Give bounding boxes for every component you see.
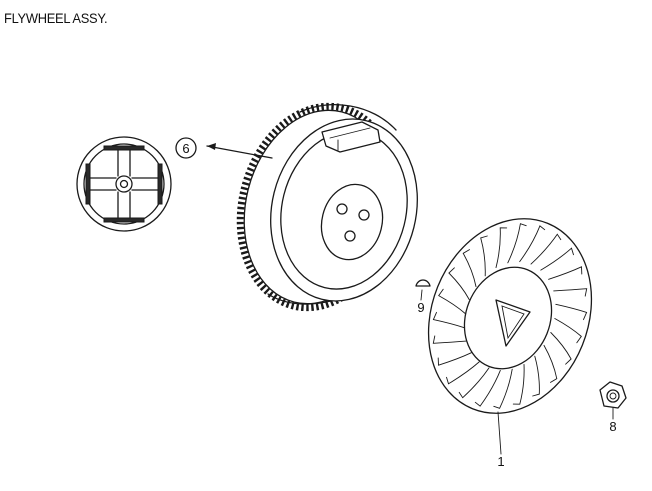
flywheel-rear-view-inset [76, 136, 172, 232]
woodruff-key [415, 279, 431, 287]
flywheel [236, 102, 418, 312]
fan-blade [530, 233, 562, 265]
fan-blade [532, 355, 540, 397]
fan-blade [548, 266, 583, 280]
fan-blade [432, 335, 467, 344]
fan-blade [448, 267, 470, 300]
callout-9: 9 [417, 289, 425, 315]
fan-blade [519, 225, 546, 263]
fan-blade [438, 288, 466, 314]
fan-blade [543, 344, 558, 383]
fan-blade [554, 318, 582, 344]
callout-1-label: 1 [497, 454, 504, 469]
fan-blade [495, 227, 508, 269]
callout-6-label: 6 [182, 141, 189, 156]
fan-blade [493, 368, 513, 409]
cooling-fan [427, 218, 593, 414]
flange-nut [599, 381, 627, 409]
fan-blade [458, 367, 490, 399]
callout-6: 6 [175, 137, 273, 159]
callout-8-label: 8 [609, 419, 616, 434]
fan-blade [540, 247, 574, 271]
fan-blade [550, 332, 572, 365]
fan-blade [432, 311, 465, 329]
fan-blade [555, 303, 588, 321]
fan-blade [507, 223, 527, 264]
fan-blade [480, 235, 488, 277]
fan-blade [437, 352, 472, 366]
fan-blade [474, 369, 501, 407]
callout-1: 1 [497, 411, 505, 469]
callout-8: 8 [609, 407, 617, 434]
fan-blade [553, 288, 588, 297]
fan-blade [512, 363, 525, 405]
fan-blade [446, 361, 480, 385]
callout-9-label: 9 [417, 300, 424, 315]
diagram-title: FLYWHEEL ASSY. [4, 10, 108, 26]
fan-blade [462, 249, 477, 288]
